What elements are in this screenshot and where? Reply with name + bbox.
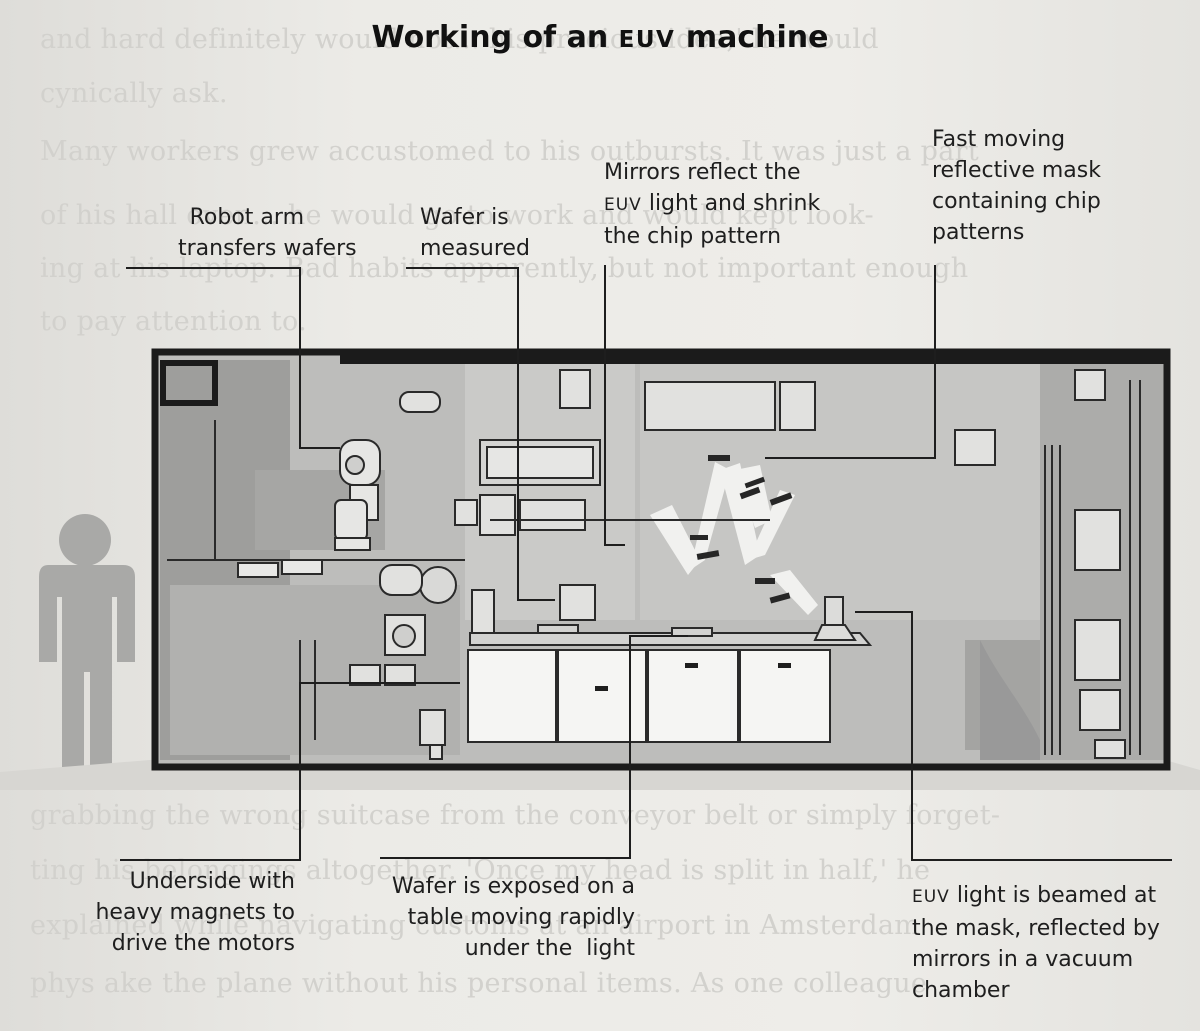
label-line: Fast moving xyxy=(932,127,1066,152)
mirror-elements xyxy=(690,455,793,604)
label-line: heavy magnets to xyxy=(95,900,295,925)
background-text-line: to pay attention to. xyxy=(40,306,307,337)
label-line: drive the motors xyxy=(111,931,295,956)
background-text-line: grabbing the wrong suitcase from the con… xyxy=(30,800,1001,831)
leader-wafer-exposed xyxy=(380,635,688,859)
label-line: chamber xyxy=(912,978,1010,1003)
label-line: measured xyxy=(420,236,530,261)
label-mirrors: Mirrors reflect the EUV light and shrink… xyxy=(604,157,820,252)
leader-robot-arm xyxy=(126,267,340,449)
robot-arm xyxy=(334,439,381,551)
label-text: light is beamed at xyxy=(956,883,1157,908)
label-line: Mirrors reflect the xyxy=(604,160,801,185)
title-suffix: machine xyxy=(685,20,829,55)
label-robot-arm: Robot arm transfers wafers xyxy=(178,202,357,264)
leader-euv-light xyxy=(855,611,1172,861)
label-line: containing chip xyxy=(932,189,1101,214)
title-prefix: Working of an xyxy=(371,20,609,55)
machine-pipes xyxy=(167,380,1141,755)
title-acronym: EUV xyxy=(618,27,676,53)
wafer-rack xyxy=(237,562,279,578)
cabinet-handles xyxy=(595,663,791,691)
wafer-rack xyxy=(281,559,323,575)
background-text-line: phys ake the plane without his personal … xyxy=(30,968,928,999)
label-line: Wafer is exposed on a xyxy=(391,874,635,899)
label-line: the chip pattern xyxy=(604,224,782,249)
background-text-line: cynically ask. xyxy=(40,78,228,109)
label-acronym: EUV xyxy=(912,887,950,907)
label-line: EUV light is beamed at xyxy=(912,880,1160,913)
background-text-line: of his hall oven... he would go to work … xyxy=(40,200,874,231)
label-underside: Underside with heavy magnets to drive th… xyxy=(80,866,295,959)
label-acronym: EUV xyxy=(604,195,642,215)
machine-components xyxy=(349,369,1126,760)
background-text-line: Many workers grew accustomed to his outb… xyxy=(40,136,979,167)
leader-wafer-measured xyxy=(406,267,555,601)
background-text-line: and hard definitely would not... his pre… xyxy=(40,24,879,55)
human-silhouette xyxy=(39,514,135,767)
wafer-stage xyxy=(469,624,873,646)
label-wafer-measured: Wafer is measured xyxy=(420,202,530,264)
leader-mask xyxy=(765,265,936,459)
leader-lines xyxy=(120,265,1172,861)
leader-underside xyxy=(120,682,460,861)
label-mask: Fast moving reflective mask containing c… xyxy=(932,124,1101,248)
label-text: light and shrink xyxy=(648,191,821,216)
magnet-cabinets xyxy=(467,649,831,743)
label-line: EUV light and shrink xyxy=(604,188,820,221)
euv-source xyxy=(813,596,857,641)
label-line: the mask, reflected by xyxy=(912,916,1160,941)
label-euv-light: EUV light is beamed at the mask, reflect… xyxy=(912,880,1160,1006)
label-wafer-exposed: Wafer is exposed on a table moving rapid… xyxy=(365,871,635,964)
leader-mirrors xyxy=(604,265,625,546)
label-line: transfers wafers xyxy=(178,236,357,261)
label-line: reflective mask xyxy=(932,158,1101,183)
label-line: mirrors in a vacuum xyxy=(912,947,1134,972)
label-line: under the light xyxy=(464,936,635,961)
label-line: patterns xyxy=(932,220,1025,245)
label-line: Wafer is xyxy=(420,205,509,230)
label-line: Robot arm xyxy=(189,205,304,230)
label-line: table moving rapidly xyxy=(407,905,635,930)
diagram-title: Working of an EUV machine xyxy=(0,20,1200,55)
background-text-line: explained while navigating customs at an… xyxy=(30,910,921,941)
label-line: Underside with xyxy=(129,869,295,894)
